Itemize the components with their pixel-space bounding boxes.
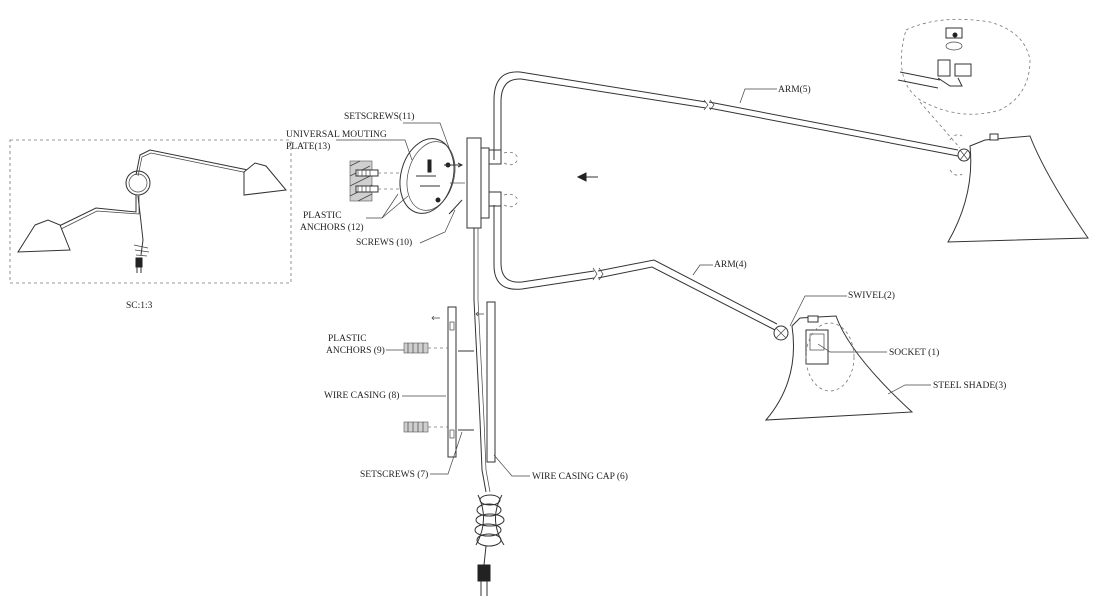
universal-mounting-plate: [399, 138, 456, 214]
screw-10: [448, 199, 463, 215]
label-socket-1: SOCKET (1): [889, 347, 939, 358]
label-mounting-plate-line2: PLATE(13): [286, 141, 330, 152]
plastic-anchor-upper-1: [355, 169, 379, 177]
arm-4: [493, 205, 789, 341]
scale-label: SC:1:3: [126, 301, 153, 311]
plastic-anchor-upper-2: [355, 185, 379, 193]
overview-lower-arm: [54, 195, 137, 229]
label-screws-10: SCREWS (10): [356, 237, 412, 248]
cord-coil: [474, 494, 505, 547]
arm-mount-lower: [488, 191, 502, 207]
label-arm-4: ARM(4): [714, 259, 747, 270]
label-setscrews-7: SETSCREWS (7): [360, 469, 428, 480]
swivel-detail-callout: [897, 18, 1031, 149]
upper-steel-shade: [947, 133, 1089, 243]
label-plastic-anchors-9-line2: ANCHORS (9): [326, 345, 385, 356]
overview-lower-shade: [17, 219, 71, 253]
power-cord: [473, 228, 505, 596]
label-wire-casing-cap-6: WIRE CASING CAP (6): [532, 471, 628, 482]
assembly-direction-arrow: [576, 172, 598, 182]
overview-wall-plate: [125, 170, 151, 196]
label-plastic-anchors-12-line2: ANCHORS (12): [300, 222, 364, 233]
label-plastic-anchors-12-line1: PLASTIC: [303, 211, 342, 221]
lower-wall-anchors: [403, 342, 474, 433]
wire-casing-8: [431, 306, 457, 458]
overview-inset: SC:1:3: [9, 139, 292, 311]
plug: [477, 564, 491, 582]
wall-canopy: [466, 137, 519, 229]
label-wire-casing-8: WIRE CASING (8): [324, 390, 399, 401]
lower-steel-shade: [764, 315, 914, 421]
label-arm-5: ARM(5): [778, 84, 811, 95]
overview-upper-shade: [243, 162, 287, 196]
plate-slot-upper: [427, 159, 432, 173]
overview-cord: [137, 195, 144, 256]
label-swivel-2: SWIVEL(2): [848, 290, 895, 301]
setscrews-11: [444, 162, 465, 184]
leader-lines: [336, 88, 931, 477]
upper-wall-anchors: [349, 160, 410, 202]
overview-frame: [9, 139, 292, 284]
label-steel-shade-3: STEEL SHADE(3): [933, 380, 1006, 391]
label-plastic-anchors-9-line1: PLASTIC: [328, 334, 367, 344]
arm-5: [493, 71, 971, 176]
label-mounting-plate-line1: UNIVERSAL MOUTING: [286, 130, 387, 140]
arm-mount-upper: [488, 149, 502, 165]
label-setscrews-11: SETSCREWS(11): [344, 111, 414, 122]
wire-casing-cap-6: [475, 301, 496, 463]
socket: [805, 329, 829, 365]
plastic-anchor-lower-2: [403, 421, 429, 433]
overview-upper-arm: [135, 149, 249, 176]
plastic-anchor-lower-1: [403, 342, 429, 354]
